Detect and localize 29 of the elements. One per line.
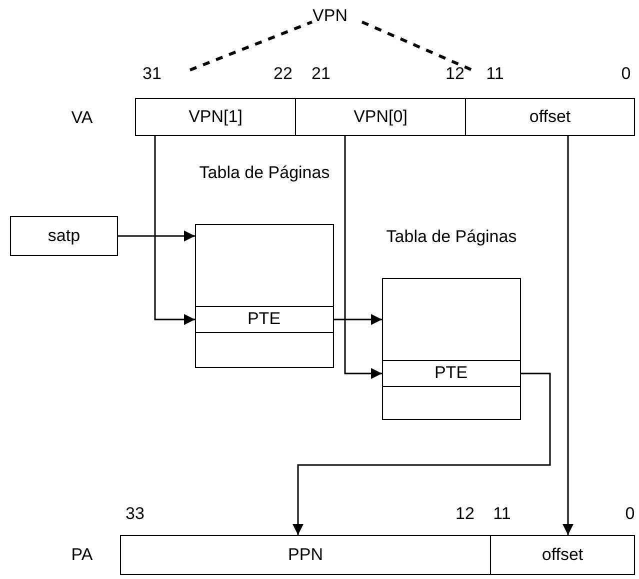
bit-number: 12	[446, 64, 464, 84]
register-field: offset	[490, 535, 635, 575]
bit-number: 31	[142, 64, 162, 84]
arrow	[118, 230, 195, 242]
register-name: VA	[71, 108, 93, 128]
table-entry: PTE	[382, 360, 520, 386]
bit-number: 33	[126, 504, 144, 524]
arrow	[334, 314, 382, 325]
bit-number: 12	[456, 504, 474, 524]
register-field: PPN	[120, 535, 491, 575]
register-field: VPN[0]	[295, 98, 466, 136]
table-title: Tabla de Páginas	[385, 227, 518, 247]
register-name: PA	[71, 545, 93, 565]
bit-number: 22	[274, 64, 292, 84]
bit-number: 0	[621, 64, 631, 84]
arrow	[344, 136, 382, 379]
arrow	[562, 136, 574, 535]
bit-number: 11	[486, 64, 504, 84]
bit-number: 21	[312, 64, 330, 84]
arrow	[292, 372, 551, 535]
bit-number: 0	[625, 504, 635, 524]
register-field: satp	[10, 216, 118, 256]
table-title: Tabla de Páginas	[198, 163, 331, 183]
register-field: VPN[1]	[135, 98, 296, 136]
bit-number: 11	[493, 504, 511, 524]
arrow	[154, 136, 195, 325]
table-entry: PTE	[194, 306, 334, 332]
register-field: offset	[465, 98, 635, 136]
field-name: VPN	[312, 6, 348, 26]
